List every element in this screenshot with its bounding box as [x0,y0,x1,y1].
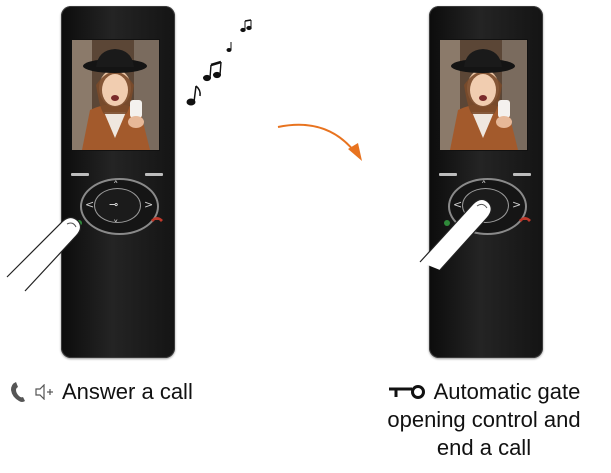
key-icon[interactable]: ⊸ [477,198,486,211]
answer-call-label: Answer a call [62,378,193,406]
gate-caption-line1: Automatic gate [434,378,581,406]
phone-handset-icon [10,381,30,403]
answer-button[interactable] [444,220,450,226]
softkey-right[interactable] [145,173,163,176]
video-screen-right [439,39,528,151]
handset-right: ˄ ˅ < > ⊸ [429,6,543,358]
music-notes-icon [183,18,263,113]
curved-arrow-icon [276,115,366,165]
video-screen-left [71,39,160,151]
down-arrow-icon[interactable]: ˅ [481,219,487,230]
key-icon[interactable]: ⊸ [109,198,118,211]
caller-photo [72,40,159,150]
handset-left: ˄ ˅ < > ⊸ [61,6,175,358]
softkey-left[interactable] [439,173,457,176]
right-arrow-icon[interactable]: > [144,199,153,210]
answer-call-caption: Answer a call [10,378,193,406]
softkey-right[interactable] [513,173,531,176]
key-icon [388,385,426,399]
speaker-icon [34,384,54,400]
caller-photo [440,40,527,150]
gate-caption-line3: end a call [358,434,610,462]
softkey-left[interactable] [71,173,89,176]
gate-caption: Automatic gate opening control and end a… [358,378,610,462]
up-arrow-icon[interactable]: ˄ [481,180,487,191]
left-arrow-icon[interactable]: < [453,199,462,210]
hang-up-icon[interactable] [150,214,164,224]
gate-caption-line2: opening control and [358,406,610,434]
right-arrow-icon[interactable]: > [512,199,521,210]
down-arrow-icon[interactable]: ˅ [113,219,119,230]
hang-up-icon[interactable] [518,214,532,224]
answer-button[interactable] [76,220,82,226]
left-arrow-icon[interactable]: < [85,199,94,210]
up-arrow-icon[interactable]: ˄ [113,180,119,191]
